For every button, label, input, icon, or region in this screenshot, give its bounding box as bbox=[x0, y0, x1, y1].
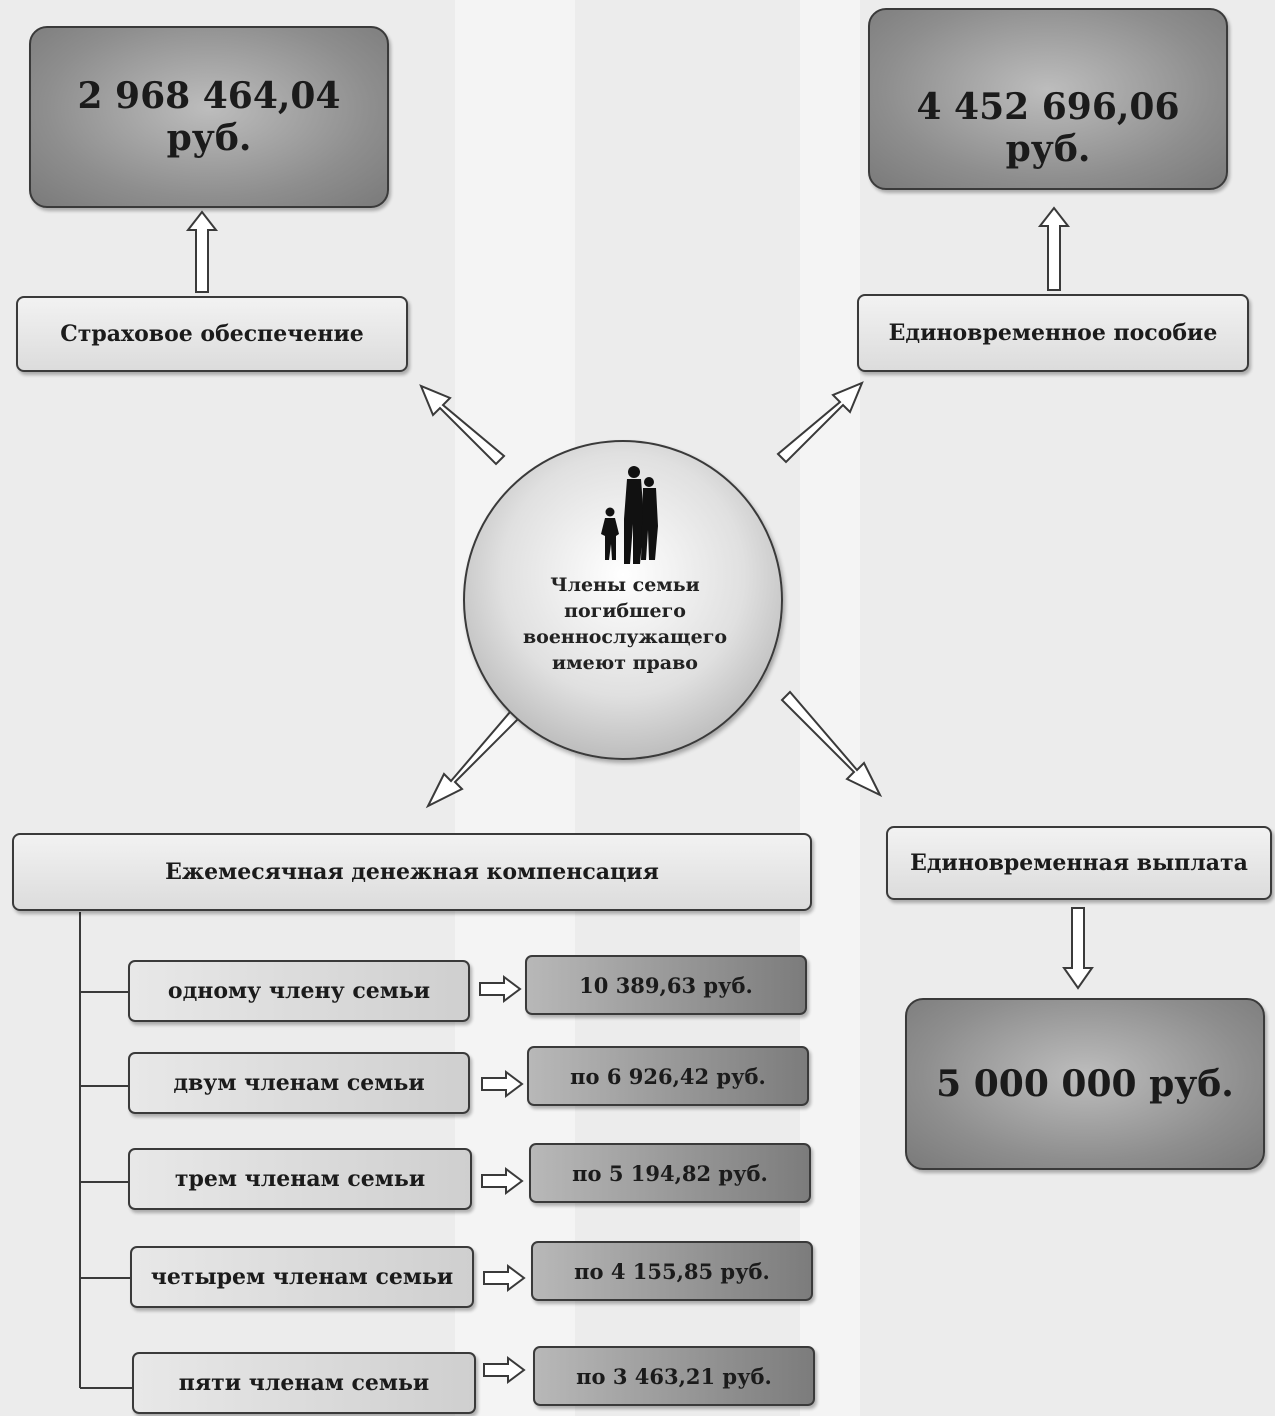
row-who-box: двум членам семьи bbox=[128, 1052, 470, 1114]
row-value-box: по 6 926,42 руб. bbox=[527, 1046, 809, 1106]
row-value: по 6 926,42 руб. bbox=[570, 1063, 766, 1089]
row-who: трем членам семьи bbox=[174, 1166, 426, 1192]
row-who-box: четырем членам семьи bbox=[130, 1246, 474, 1308]
row-value-box: по 3 463,21 руб. bbox=[533, 1346, 815, 1406]
small-right-arrow bbox=[483, 1356, 526, 1384]
row-value: по 5 194,82 руб. bbox=[572, 1160, 768, 1186]
center-caption-line: погибшего bbox=[564, 600, 686, 622]
up-arrow-right bbox=[1037, 206, 1071, 291]
lump-allowance-label-box: Единовременное пособие bbox=[857, 294, 1249, 372]
row-who-box: пяти членам семьи bbox=[132, 1352, 476, 1414]
diagonal-arrow-down-left bbox=[425, 703, 526, 809]
row-who: одному члену семьи bbox=[167, 978, 431, 1004]
lump-allowance-amount-box: 4 452 696,06 руб. bbox=[868, 8, 1228, 190]
center-circle: Члены семьи погибшего военнослужащего им… bbox=[463, 440, 783, 760]
row-who: двум членам семьи bbox=[173, 1070, 425, 1096]
monthly-compensation-box: Ежемесячная денежная компенсация bbox=[12, 833, 812, 911]
lump-payment-amount: 5 000 000 руб. bbox=[936, 1063, 1234, 1105]
row-who-box: одному члену семьи bbox=[128, 960, 470, 1022]
center-caption-line: военнослужащего bbox=[522, 626, 728, 648]
lump-payment-label-box: Единовременная выплата bbox=[886, 826, 1272, 900]
small-right-arrow bbox=[481, 1167, 524, 1195]
family-silhouette-icon bbox=[601, 466, 658, 564]
lump-payment-amount-box: 5 000 000 руб. bbox=[905, 998, 1265, 1170]
center-caption: Члены семьи погибшего военнослужащего им… bbox=[495, 572, 755, 676]
lump-payment-label: Единовременная выплата bbox=[910, 850, 1248, 876]
insurance-amount-box: 2 968 464,04 руб. bbox=[29, 26, 389, 208]
lump-allowance-label: Единовременное пособие bbox=[888, 320, 1218, 346]
row-value-box: 10 389,63 руб. bbox=[525, 955, 807, 1015]
row-value: по 4 155,85 руб. bbox=[574, 1258, 770, 1284]
up-arrow-left bbox=[185, 210, 219, 293]
insurance-label-box: Страховое обеспечение bbox=[16, 296, 408, 372]
insurance-amount: 2 968 464,04 руб. bbox=[77, 75, 341, 159]
row-value-box: по 4 155,85 руб. bbox=[531, 1241, 813, 1301]
row-who: четырем членам семьи bbox=[150, 1264, 454, 1290]
row-who-box: трем членам семьи bbox=[128, 1148, 472, 1210]
center-caption-line: имеют право bbox=[552, 652, 698, 674]
row-value-box: по 5 194,82 руб. bbox=[529, 1143, 811, 1203]
down-arrow-right bbox=[1062, 907, 1094, 990]
monthly-compensation-label: Ежемесячная денежная компенсация bbox=[165, 859, 659, 885]
small-right-arrow bbox=[481, 1070, 524, 1098]
small-right-arrow bbox=[479, 975, 522, 1003]
diagonal-arrow-up-left bbox=[419, 384, 506, 466]
insurance-label: Страховое обеспечение bbox=[60, 321, 364, 347]
lump-allowance-amount: 4 452 696,06 руб. bbox=[916, 86, 1180, 170]
row-who: пяти членам семьи bbox=[178, 1370, 430, 1396]
center-caption-line: Члены семьи bbox=[550, 574, 700, 596]
row-value: по 3 463,21 руб. bbox=[576, 1363, 772, 1389]
small-right-arrow bbox=[483, 1264, 526, 1292]
diagonal-arrow-down-right bbox=[780, 690, 883, 798]
diagonal-arrow-up-right bbox=[776, 381, 864, 464]
row-value: 10 389,63 руб. bbox=[579, 972, 753, 998]
